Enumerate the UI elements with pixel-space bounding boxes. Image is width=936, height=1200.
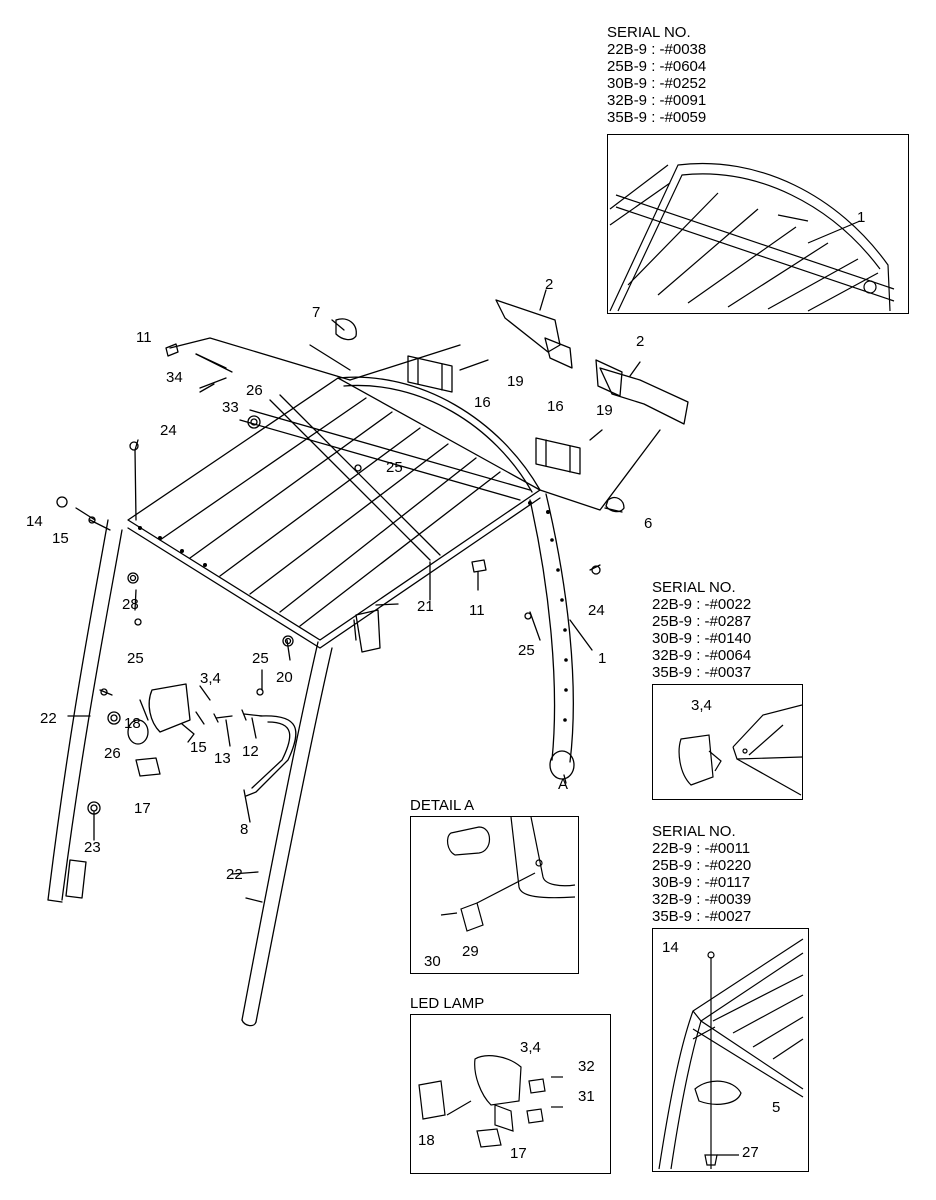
callout-23: 23 bbox=[84, 839, 101, 856]
serial-block-top: SERIAL NO. 22B-9 : -#0038 25B-9 : -#0604… bbox=[607, 24, 706, 126]
led-lamp-art bbox=[418, 1055, 563, 1148]
serial-title: SERIAL NO. bbox=[652, 579, 736, 596]
callout-14: 14 bbox=[26, 513, 43, 530]
callout-24: 24 bbox=[588, 602, 605, 619]
serial-block-mid: SERIAL NO. 22B-9 : -#0022 25B-9 : -#0287… bbox=[652, 579, 751, 681]
callout-13: 13 bbox=[214, 750, 231, 767]
inset-led-lamp bbox=[410, 1014, 611, 1174]
inset-bottom-roof-corner bbox=[652, 928, 809, 1172]
serial-line: 30B-9 : -#0252 bbox=[607, 75, 707, 92]
callout-3-4: 3,4 bbox=[200, 670, 221, 687]
inset-detail-a bbox=[410, 816, 579, 974]
callout-25: 25 bbox=[386, 459, 403, 476]
callout-2: 2 bbox=[636, 333, 645, 350]
serial-line: 35B-9 : -#0037 bbox=[652, 664, 752, 681]
serial-line: 22B-9 : -#0038 bbox=[607, 41, 707, 58]
callout-2: 2 bbox=[545, 276, 554, 293]
callout-11: 11 bbox=[469, 602, 485, 619]
callout-led-31: 31 bbox=[578, 1088, 595, 1105]
callout-12: 12 bbox=[242, 743, 259, 760]
callout-26: 26 bbox=[246, 382, 263, 399]
detail-a-title: DETAIL A bbox=[410, 797, 475, 814]
serial-line: 30B-9 : -#0140 bbox=[652, 630, 752, 647]
inset-top-art bbox=[609, 162, 895, 312]
callout-25: 25 bbox=[518, 642, 535, 659]
serial-line: 32B-9 : -#0091 bbox=[607, 92, 707, 109]
serial-title: SERIAL NO. bbox=[652, 823, 736, 840]
callout-17: 17 bbox=[134, 800, 151, 817]
inset-top-canopy bbox=[607, 134, 909, 314]
callout-bottom-27: 27 bbox=[742, 1144, 759, 1161]
callout-bottom-14: 14 bbox=[662, 939, 679, 956]
callout-18: 18 bbox=[124, 715, 141, 732]
serial-line: 22B-9 : -#0011 bbox=[652, 840, 751, 857]
serial-line: 32B-9 : -#0039 bbox=[652, 891, 752, 908]
serial-line: 25B-9 : -#0220 bbox=[652, 857, 752, 874]
callout-28: 28 bbox=[122, 596, 139, 613]
callout-led-18: 18 bbox=[418, 1132, 435, 1149]
callout-15: 15 bbox=[190, 739, 207, 756]
serial-line: 25B-9 : -#0604 bbox=[607, 58, 707, 75]
led-lamp-title: LED LAMP bbox=[410, 995, 485, 1012]
inset-bottom-art bbox=[658, 938, 804, 1170]
callout-24: 24 bbox=[160, 422, 177, 439]
detail-a-art bbox=[440, 817, 576, 932]
inset-mid-lamp-housing bbox=[652, 684, 803, 800]
callout-led-32: 32 bbox=[578, 1058, 595, 1075]
serial-line: 22B-9 : -#0022 bbox=[652, 596, 752, 613]
callout-6: 6 bbox=[644, 515, 653, 532]
callout-22: 22 bbox=[40, 710, 57, 727]
callout-20: 20 bbox=[276, 669, 293, 686]
serial-line: 32B-9 : -#0064 bbox=[652, 647, 752, 664]
callout-21: 21 bbox=[417, 598, 434, 615]
callout-11: 11 bbox=[136, 329, 152, 346]
callout-16: 16 bbox=[547, 398, 564, 415]
callout-34: 34 bbox=[166, 369, 183, 386]
serial-line: 35B-9 : -#0059 bbox=[607, 109, 707, 126]
callout-mid-3-4: 3,4 bbox=[691, 697, 712, 714]
callout-26: 26 bbox=[104, 745, 121, 762]
callout-led-17: 17 bbox=[510, 1145, 527, 1162]
callout-25: 25 bbox=[252, 650, 269, 667]
callout-22: 22 bbox=[226, 866, 243, 883]
inset-mid-art bbox=[678, 704, 802, 796]
serial-title: SERIAL NO. bbox=[607, 24, 691, 41]
callout-A: A bbox=[558, 776, 569, 793]
callout-1: 1 bbox=[598, 650, 607, 667]
callout-bottom-5: 5 bbox=[772, 1099, 781, 1116]
callout-25: 25 bbox=[127, 650, 144, 667]
callout-19: 19 bbox=[507, 373, 524, 390]
serial-line: 25B-9 : -#0287 bbox=[652, 613, 752, 630]
serial-line: 35B-9 : -#0027 bbox=[652, 908, 752, 925]
callout-19: 19 bbox=[596, 402, 613, 419]
callout-8: 8 bbox=[240, 821, 249, 838]
callout-detail-29: 29 bbox=[462, 943, 479, 960]
callout-33: 33 bbox=[222, 399, 239, 416]
serial-block-bottom: SERIAL NO. 22B-9 : -#0011 25B-9 : -#0220… bbox=[652, 823, 751, 925]
serial-line: 30B-9 : -#0117 bbox=[652, 874, 751, 891]
callout-15: 15 bbox=[52, 530, 69, 547]
callout-top-1: 1 bbox=[857, 209, 866, 226]
callout-7: 7 bbox=[312, 304, 321, 321]
callout-led-3-4: 3,4 bbox=[520, 1039, 541, 1056]
callout-detail-30: 30 bbox=[424, 953, 441, 970]
callout-16: 16 bbox=[474, 394, 491, 411]
